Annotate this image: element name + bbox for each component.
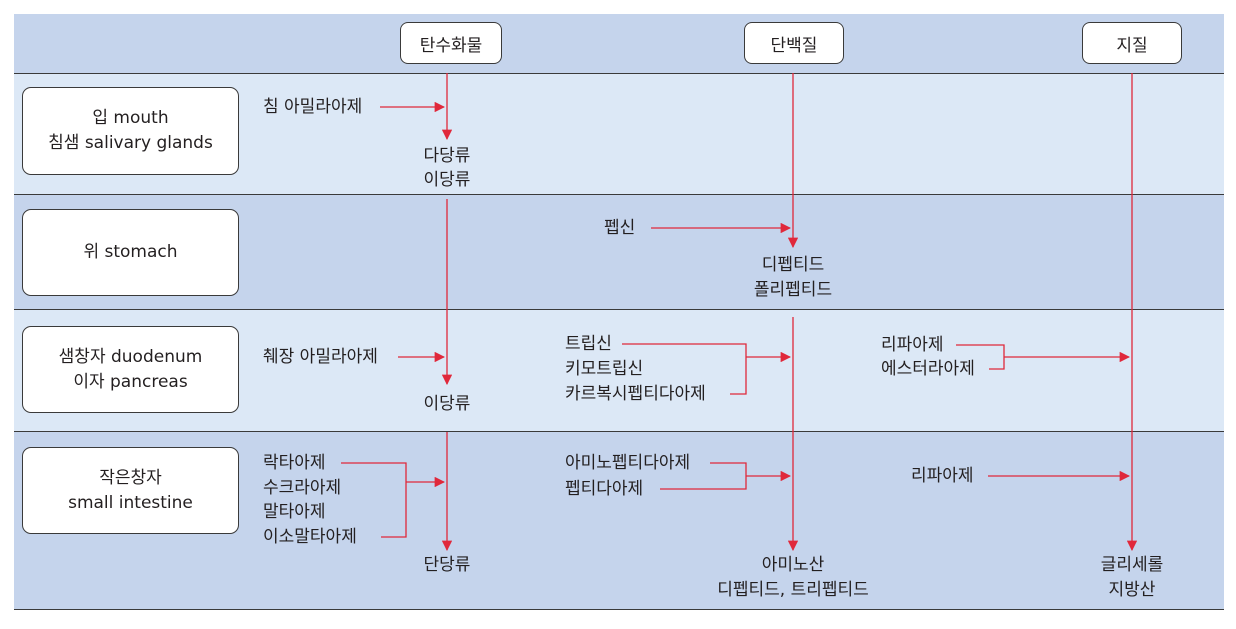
stomach-product-dipeptide: 디펩티드	[761, 255, 825, 275]
organ-small-intestine-en: small intestine	[68, 492, 193, 513]
organ-small-intestine-name: 작은창자	[99, 467, 162, 488]
trypsin-label: 트립신	[565, 334, 612, 354]
nutrient-protein: 단백질	[744, 22, 844, 64]
carboxypeptidase-label: 카르복시펩티다아제	[565, 384, 706, 404]
organ-small-intestine: 작은창자 small intestine	[22, 447, 239, 534]
pancreatic-amylase-label: 췌장 아밀라아제	[263, 347, 378, 367]
nutrient-lipid: 지질	[1082, 22, 1182, 64]
si-carb-product: 단당류	[423, 555, 471, 575]
pepsin-label: 펩신	[604, 218, 636, 238]
organ-duodenum: 샘창자 duodenum 이자 pancreas	[22, 326, 239, 413]
esterase-label: 에스터라아제	[881, 359, 975, 379]
salivary-amylase-label: 침 아밀라아제	[263, 97, 363, 117]
carb-enzyme-bracket	[341, 462, 407, 538]
mouth-product-polysaccharide: 다당류	[423, 146, 471, 166]
nutrient-carb: 탄수화물	[400, 22, 502, 64]
si-protein-product-peptides: 디펩티드, 트리펩티드	[717, 580, 869, 600]
protein-duodenum-bracket	[622, 343, 747, 395]
isomaltase-label: 이소말타아제	[263, 527, 357, 547]
si-lipid-product-glycerol: 글리세롤	[1100, 555, 1164, 575]
header-band	[14, 14, 1224, 73]
mouth-product-disaccharide: 이당류	[423, 170, 471, 190]
sucrase-label: 수크라아제	[263, 478, 342, 498]
organ-mouth-name: 입 mouth	[92, 108, 169, 128]
organ-stomach: 위 stomach	[22, 209, 239, 296]
lipase-duodenum-label: 리파아제	[881, 335, 944, 355]
organ-stomach-name: 위 stomach	[83, 242, 178, 262]
lactase-label: 락타아제	[263, 453, 326, 473]
aminopeptidase-label: 아미노펩티다아제	[565, 453, 691, 473]
organ-mouth: 입 mouth 침샘 salivary glands	[22, 87, 239, 175]
organ-mouth-gland: 침샘 salivary glands	[48, 133, 213, 153]
organ-duodenum-name: 샘창자 duodenum	[58, 346, 203, 367]
stomach-product-polypeptide: 폴리펩티드	[753, 280, 833, 300]
peptidase-label: 펩티다아제	[565, 479, 644, 499]
maltase-label: 말타아제	[263, 502, 326, 522]
si-protein-product-amino-acid: 아미노산	[761, 555, 825, 575]
chymotrypsin-label: 키모트립신	[565, 359, 644, 379]
si-lipid-product-fatty-acid: 지방산	[1108, 580, 1156, 600]
organ-pancreas-name: 이자 pancreas	[73, 371, 188, 392]
duodenum-carb-product: 이당류	[423, 394, 471, 414]
lipase-si-label: 리파아제	[911, 466, 974, 486]
